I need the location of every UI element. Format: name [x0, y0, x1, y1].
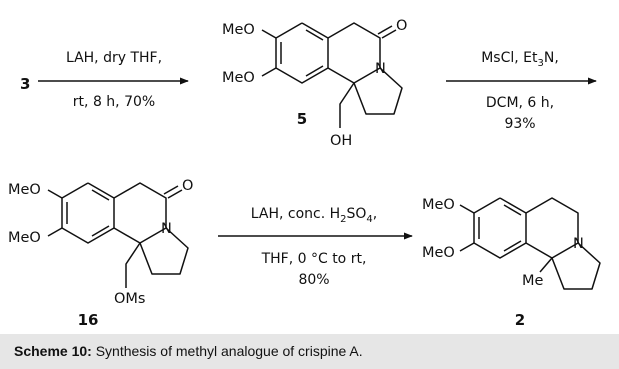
atom-n-2: N [573, 236, 584, 252]
caption-text: Synthesis of methyl analogue of crispine… [91, 343, 363, 359]
step1-reagents: LAH, dry THF, [66, 50, 162, 66]
structure-compound-2 [459, 197, 601, 290]
step3-conditions: THF, 0 °C to rt, [261, 251, 367, 267]
atom-o-16: O [182, 178, 193, 194]
figure-caption: Scheme 10: Synthesis of methyl analogue … [0, 334, 619, 369]
atom-meo-5b: MeO [222, 70, 255, 86]
compound-label-16: 16 [78, 311, 99, 329]
step2-conditions: DCM, 6 h, [486, 95, 554, 111]
atom-meo-2a: MeO [422, 197, 455, 213]
reaction-scheme: 3 LAH, dry THF, rt, 8 h, 70% MeO MeO O N… [8, 18, 601, 329]
compound-label-5: 5 [297, 110, 307, 128]
atom-n-5: N [375, 61, 386, 77]
step2-reagents: MsCl, Et3N, [481, 50, 559, 69]
compound-label-3: 3 [20, 75, 30, 93]
caption-label: Scheme 10: [14, 343, 92, 359]
atom-o-5: O [396, 18, 407, 34]
atom-meo-5a: MeO [222, 22, 255, 38]
step2-yield: 93% [504, 116, 535, 132]
compound-label-2: 2 [515, 311, 525, 329]
step3-reagents: LAH, conc. H2SO4, [251, 206, 378, 225]
atom-oms-16: OMs [114, 291, 145, 307]
atom-meo-16b: MeO [8, 230, 41, 246]
atom-oh-5: OH [330, 133, 352, 149]
atom-meo-16a: MeO [8, 182, 41, 198]
structure-compound-16 [47, 182, 189, 288]
atom-meo-2b: MeO [422, 245, 455, 261]
atom-me-2: Me [522, 273, 544, 289]
step1-conditions: rt, 8 h, 70% [73, 94, 155, 110]
scheme-drawing: 3 LAH, dry THF, rt, 8 h, 70% MeO MeO O N… [8, 18, 601, 329]
atom-n-16: N [161, 221, 172, 237]
step3-yield: 80% [298, 272, 329, 288]
structure-compound-5 [261, 22, 403, 128]
